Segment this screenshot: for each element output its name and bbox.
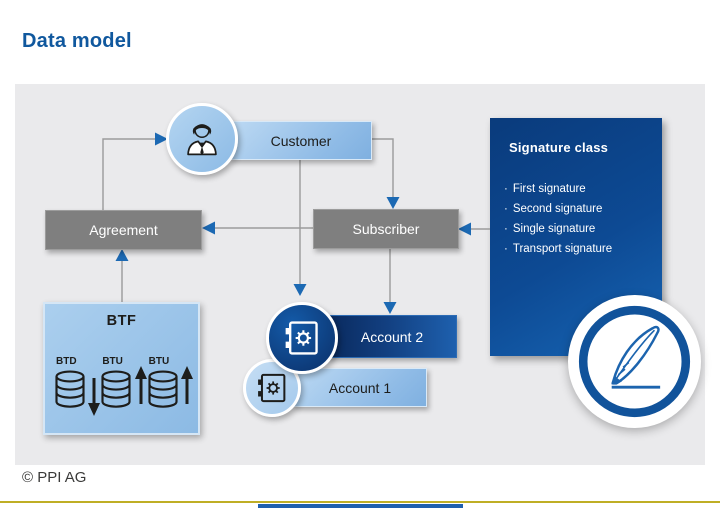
up-arrow-icon xyxy=(134,366,147,404)
agreement-label: Agreement xyxy=(89,222,158,238)
subscriber-label: Subscriber xyxy=(352,221,420,237)
signature-item: ·First signature xyxy=(504,179,662,199)
signature-badge xyxy=(568,295,701,428)
footer-divider xyxy=(0,501,720,503)
customer-avatar-circle xyxy=(166,103,238,175)
bullet: · xyxy=(504,183,508,195)
signature-item: ·Second signature xyxy=(504,199,662,219)
person-icon xyxy=(179,116,225,162)
account2-circle xyxy=(266,302,338,374)
customer-label: Customer xyxy=(270,132,332,149)
datastore-group: BTU xyxy=(98,356,147,411)
datastore-group: BTD xyxy=(52,356,101,416)
datastore-label: BTU xyxy=(148,356,170,367)
database-icon xyxy=(52,369,88,411)
bullet: · xyxy=(504,223,508,235)
database-icon xyxy=(98,369,134,411)
page-title: Data model xyxy=(22,30,132,52)
signature-class-list: ·First signature ·Second signature ·Sing… xyxy=(504,179,662,259)
datastore-group: BTU xyxy=(145,356,193,411)
datastore-label: BTD xyxy=(56,356,77,367)
up-arrow-icon xyxy=(180,366,193,404)
customer-box: Customer xyxy=(230,121,372,160)
database-icon xyxy=(145,369,181,411)
footer-progress-bar xyxy=(258,504,463,508)
agreement-box: Agreement xyxy=(45,210,202,250)
bullet: · xyxy=(504,243,508,255)
subscriber-box: Subscriber xyxy=(313,209,459,249)
btf-box: BTF BTD BTU xyxy=(43,302,200,435)
quill-icon xyxy=(568,295,701,428)
account2-label: Account 2 xyxy=(360,328,424,345)
signature-class-panel: Signature class ·First signature ·Second… xyxy=(490,118,662,356)
account1-box: Account 1 xyxy=(293,368,427,407)
safe-icon xyxy=(282,318,322,358)
account1-label: Account 1 xyxy=(328,379,392,396)
copyright: © PPI AG xyxy=(22,469,87,486)
signature-item: ·Single signature xyxy=(504,219,662,239)
datastore-label: BTU xyxy=(102,356,123,367)
signature-class-title: Signature class xyxy=(509,140,609,155)
bullet: · xyxy=(504,203,508,215)
account2-box: Account 2 xyxy=(327,315,457,358)
btf-title: BTF xyxy=(106,313,137,329)
safe-icon xyxy=(255,371,289,405)
signature-item: ·Transport signature xyxy=(504,239,662,259)
down-arrow-icon xyxy=(88,378,101,416)
btf-stores: BTD BTU xyxy=(45,356,198,416)
